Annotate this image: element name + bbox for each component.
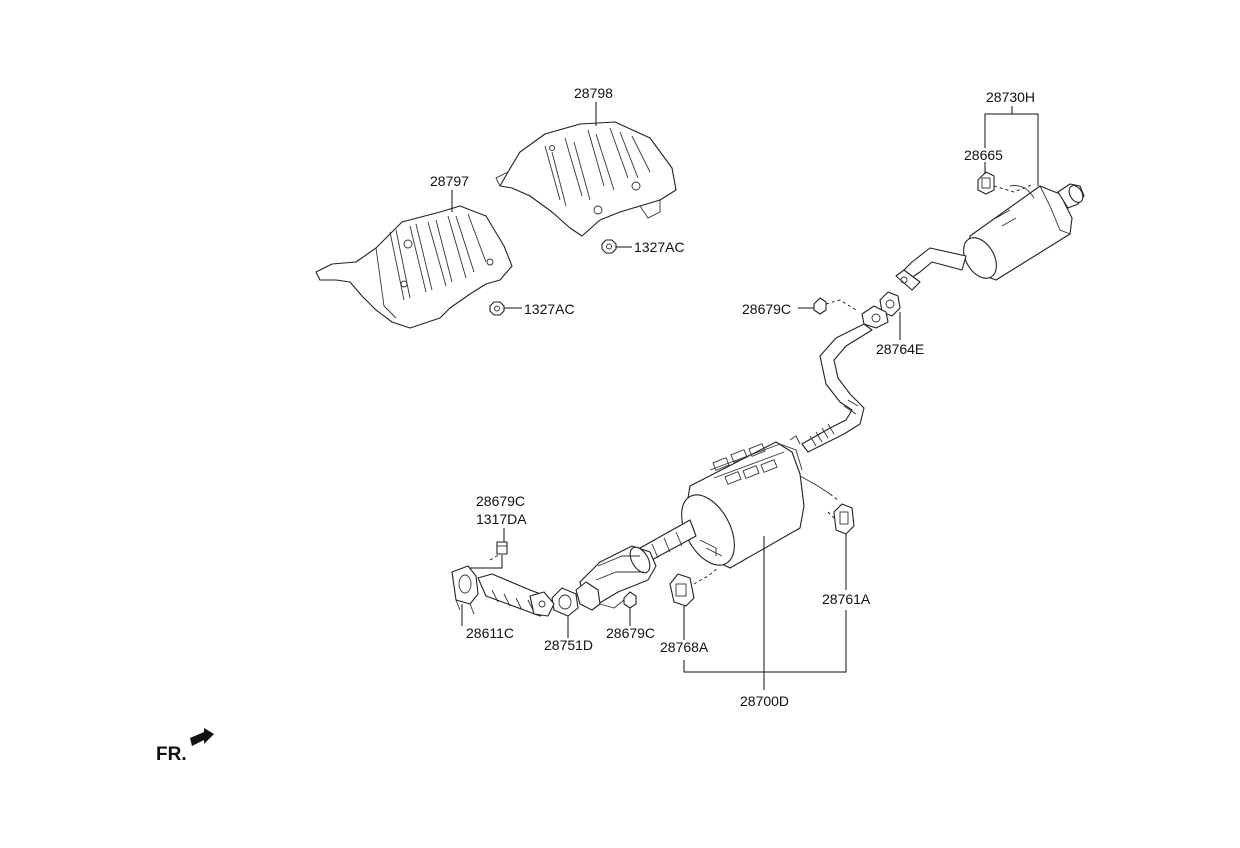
- label-nut-front-shield: 1327AC: [524, 301, 575, 317]
- center-muffler: [681, 435, 831, 569]
- label-gasket-front: 28751D: [544, 637, 593, 653]
- bolt-front-pipe: [496, 541, 508, 555]
- gasket-front: [551, 587, 579, 617]
- label-center-muffler: 28700D: [740, 693, 789, 709]
- label-nut-rear-joint: 28679C: [742, 301, 791, 317]
- leader-lines: [451, 102, 1039, 690]
- label-gasket-rear: 28764E: [876, 341, 924, 357]
- hanger-side: [833, 503, 855, 535]
- label-heat-shield-rear: 28798: [574, 85, 613, 101]
- center-pipe: [801, 305, 889, 453]
- label-hanger-rear: 28665: [964, 147, 1003, 163]
- hanger-rear: [977, 171, 995, 195]
- label-nut-rear-shield: 1327AC: [634, 239, 685, 255]
- label-bolt-front-pipe: 1317DA: [476, 511, 527, 527]
- label-nut-front-pipe: 28679C: [476, 493, 525, 509]
- nut-front-shield: [489, 301, 505, 316]
- nut-rear-shield: [601, 239, 617, 254]
- hanger-center: [669, 573, 695, 607]
- label-front-direction: FR.: [156, 744, 187, 765]
- front-direction-arrow: [190, 728, 214, 746]
- front-pipe: [451, 565, 555, 617]
- label-heat-shield-front: 28797: [430, 173, 469, 189]
- rear-tailpipe: [895, 247, 967, 291]
- heat-shield-rear: [495, 121, 677, 237]
- label-rear-muffler: 28730H: [986, 89, 1035, 105]
- nut-catalyst: [623, 591, 637, 609]
- label-hanger-center: 28768A: [660, 639, 709, 655]
- label-front-pipe: 28611C: [466, 625, 514, 641]
- label-nut-catalyst: 28679C: [606, 625, 655, 641]
- heat-shield-front: [315, 205, 513, 329]
- label-hanger-side: 28761A: [822, 591, 871, 607]
- catalytic-converter: [575, 545, 657, 611]
- rear-muffler: [963, 183, 1085, 281]
- nut-rear-joint: [813, 297, 827, 315]
